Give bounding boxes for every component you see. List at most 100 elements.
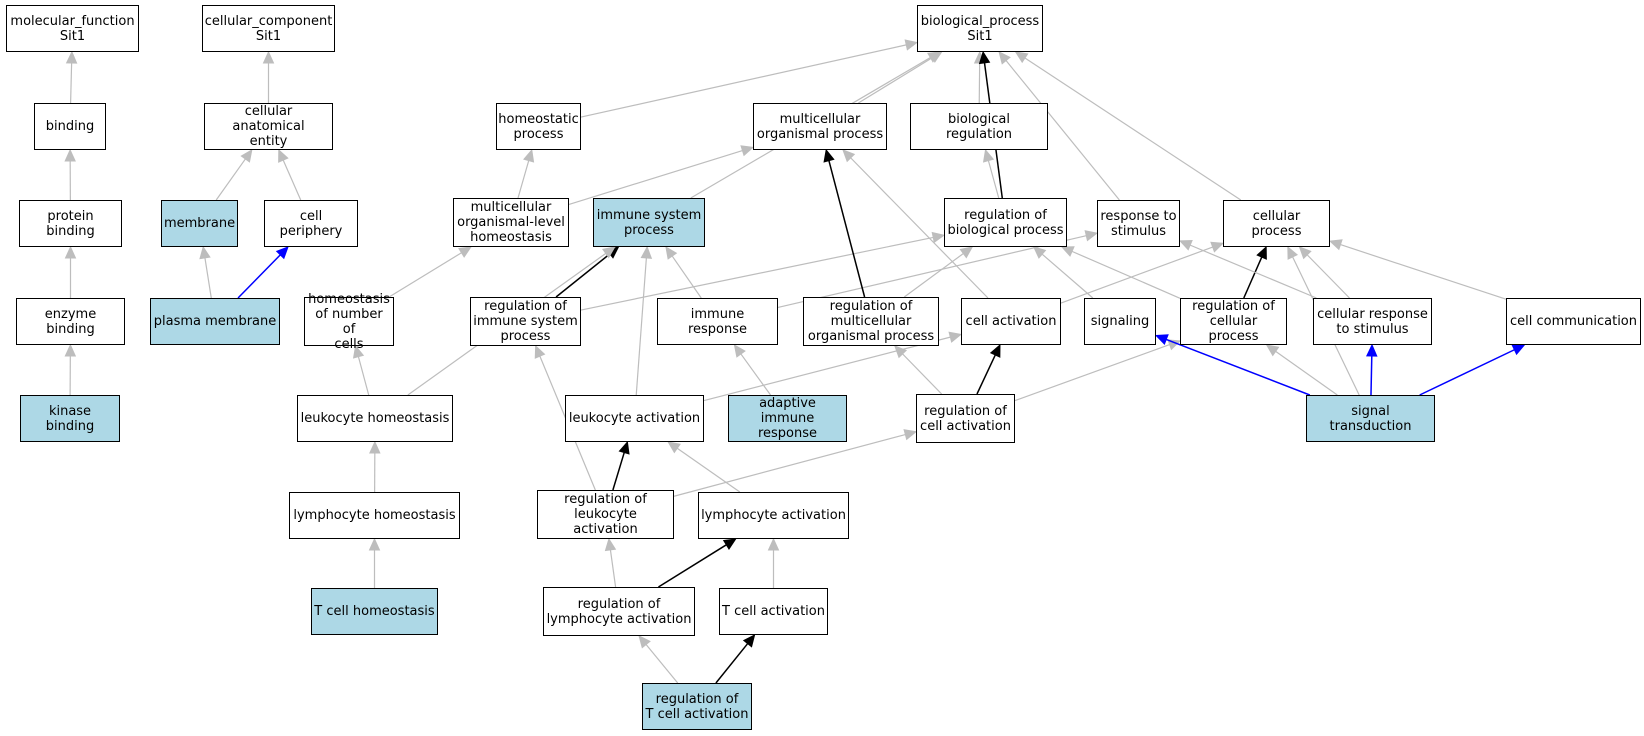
node-immresp: immune response (657, 298, 778, 345)
node-homeo: homeostatic process (496, 103, 581, 150)
arrowhead-cellproc-to-bp (1014, 51, 1029, 64)
edge-lymphact-to-leukact (676, 447, 741, 493)
arrowhead-regcellact-to-regmop (894, 345, 908, 359)
node-cc: cellular_component Sit1 (202, 5, 335, 52)
edge-regleukact-to-regcellact (673, 433, 906, 497)
node-regtcellact: regulation of T cell activation (642, 683, 752, 730)
node-lymphhomeo: lymphocyte homeostasis (289, 492, 460, 539)
edge-leukact-to-cellact (703, 336, 951, 402)
node-mcolh: multicellular organismal-level homeostas… (453, 198, 569, 247)
edge-immresp-to-isp (671, 255, 702, 299)
edge-sigtrans-to-crts (1370, 355, 1373, 396)
node-adaptive: adaptive immune response (728, 395, 847, 442)
arrowhead-honc-to-mcolh (458, 246, 472, 258)
node-cellproc: cellular process (1223, 200, 1330, 247)
edge-leukhomeo-to-honc (357, 356, 370, 396)
node-breg: biological regulation (910, 103, 1048, 150)
edge-crts-to-rts (1189, 244, 1317, 299)
arrowhead-cellact-to-cellproc (1210, 241, 1225, 253)
arrowhead-leukact-to-cellact (948, 331, 963, 343)
arrowhead-sigtrans-to-cellproc (1287, 245, 1299, 260)
arrowhead-sigtrans-to-crts (1366, 343, 1378, 357)
edge-reglymphact-to-regleukact (609, 549, 617, 588)
arrowhead-mcolh-to-mop (740, 145, 755, 157)
arrowhead-sigtrans-to-regcp (1265, 344, 1280, 357)
node-crts: cellular response to stimulus (1313, 298, 1432, 345)
edge-adaptive-to-immresp (740, 353, 772, 396)
node-cellper: cell periphery (264, 200, 358, 247)
arrowhead-regleukact-to-regcellact (903, 429, 918, 441)
edge-mcolh-to-mop (568, 150, 743, 206)
edge-homeo-to-bp (580, 44, 907, 118)
node-tcellact: T cell activation (719, 588, 828, 635)
edge-regtcellact-to-tcellact (715, 643, 749, 684)
arrowhead-protbind-to-binding (64, 148, 76, 162)
node-enzbind: enzyme binding (16, 298, 125, 345)
edge-regcp-to-regbp (1071, 250, 1181, 299)
edge-regmop-to-regbp (903, 253, 964, 298)
edge-cellcomm-to-cellproc (1340, 244, 1507, 300)
edge-regisp-to-isp (555, 253, 611, 298)
arrowhead-regtcellact-to-tcellact (742, 634, 756, 648)
arrowhead-isp-to-bp (927, 51, 941, 63)
node-kinbind: kinase binding (20, 395, 120, 442)
arrowhead-cellper-to-cae (278, 148, 289, 163)
arrowhead-mcolh-to-homeo (523, 148, 535, 163)
arrowhead-adaptive-to-immresp (733, 344, 746, 358)
arrowhead-sigtrans-to-cellcomm (1511, 344, 1526, 356)
arrowhead-reglymphact-to-regleukact (604, 537, 617, 552)
arrowhead-regbp-to-bp (978, 50, 991, 65)
arrowhead-leukhomeo-to-honc (352, 344, 365, 359)
node-honc: homeostasis of number of cells (304, 292, 394, 352)
edge-regleukact-to-leukact (612, 452, 625, 491)
node-plasmam: plasma membrane (150, 298, 280, 345)
edge-regcp-to-cellproc (1243, 256, 1263, 299)
arrowhead-signaling-to-regbp (1032, 246, 1047, 259)
edge-rts-to-bp (1005, 60, 1120, 201)
arrowhead-regleukact-to-leukact (618, 440, 630, 455)
edge-reglymphact-to-lymphact (658, 544, 727, 588)
node-bp: biological_process Sit1 (917, 5, 1043, 52)
edge-regisp-to-regbp (580, 236, 934, 311)
arrowhead-immresp-to-isp (665, 246, 678, 260)
node-mop: multicellular organismal process (753, 103, 887, 150)
edge-cellper-to-cae (282, 159, 302, 201)
arrowhead-regbp-to-breg (982, 148, 995, 163)
edge-regcellact-to-regmop (902, 353, 943, 395)
arrowhead-regcellact-to-regcp (1167, 339, 1182, 351)
arrowhead-regcp-to-regbp (1060, 246, 1075, 257)
node-reglymphact: regulation of lymphocyte activation (543, 587, 695, 636)
edge-crts-to-cellproc (1306, 254, 1350, 299)
edge-leukact-to-isp (635, 257, 647, 396)
node-tcellhomeo: T cell homeostasis (311, 588, 438, 635)
arrowhead-plasmam-to-membrane (199, 245, 211, 260)
arrowhead-regmop-to-mop (823, 148, 835, 163)
edge-cellproc-to-bp (1024, 57, 1242, 201)
node-leukact: leukocyte activation (565, 395, 704, 442)
edge-signaling-to-regbp (1041, 253, 1094, 299)
arrowhead-kinbind-to-enzbind (64, 343, 77, 357)
edge-regbp-to-breg (987, 160, 1000, 199)
arrowhead-regmop-to-regbp (959, 246, 974, 259)
node-lymphact: lymphocyte activation (698, 492, 849, 539)
arrowhead-homeo-to-bp (904, 39, 919, 51)
arrowhead-leukact-to-isp (640, 245, 653, 259)
edge-membrane-to-cae (215, 158, 246, 201)
arrowhead-regcp-to-cellproc (1256, 245, 1267, 260)
arrowhead-crts-to-cellproc (1298, 246, 1312, 260)
arrowhead-cae-to-cc (262, 50, 275, 64)
node-cae: cellular anatomical entity (204, 103, 333, 150)
arrowhead-leukhomeo-to-isp (602, 246, 616, 259)
edge-regmop-to-mop (828, 160, 866, 298)
edge-cellact-to-mop (850, 157, 989, 299)
arrowhead-cellcomm-to-cellproc (1328, 239, 1343, 251)
edge-mop-to-bp (858, 57, 933, 104)
arrowhead-sigtrans-to-signaling (1154, 334, 1169, 345)
edge-binding-to-mf (69, 62, 73, 104)
node-regcp: regulation of cellular process (1180, 298, 1287, 345)
arrowhead-plasmam-to-cellper (275, 246, 289, 260)
arrowhead-regcellact-to-cellact (989, 343, 1001, 358)
node-regmop: regulation of multicellular organismal p… (803, 297, 939, 346)
node-sigtrans: signal transduction (1306, 395, 1435, 442)
